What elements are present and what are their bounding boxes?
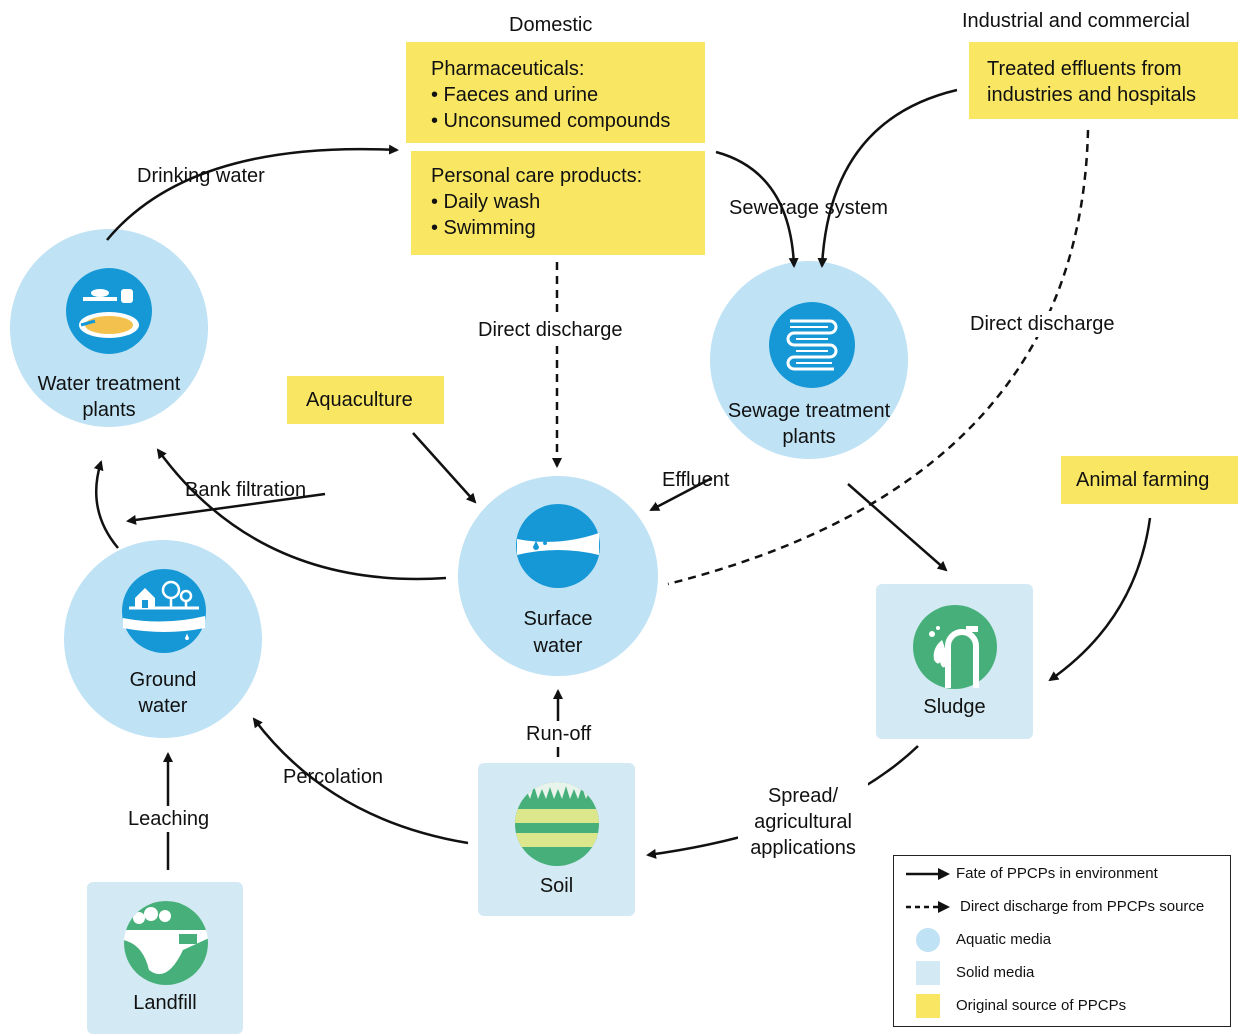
legend-label: Direct discharge from PPCPs source xyxy=(960,898,1205,915)
ground-water-label: Ground xyxy=(129,669,197,691)
landfill-node: Landfill xyxy=(87,882,243,1034)
pharmaceuticals-title: Pharmaceuticals: xyxy=(431,58,585,80)
pharmaceuticals-source-box: Pharmaceuticals: • Faeces and urine • Un… xyxy=(406,42,705,143)
pharmaceuticals-item: • Unconsumed compounds xyxy=(431,110,671,132)
ground-water-node: Ground water xyxy=(64,540,262,738)
aquaculture-arrow xyxy=(412,432,477,504)
legend-label: Aquatic media xyxy=(956,931,1052,948)
direct-discharge-domestic-label: Direct discharge xyxy=(478,317,623,343)
solid-square-icon xyxy=(916,961,940,985)
effluents-line: industries and hospitals xyxy=(987,84,1197,106)
surface-water-label: water xyxy=(533,635,583,657)
percolation-arrow xyxy=(252,717,469,845)
industrial-effluents-source-box: Treated effluents from industries and ho… xyxy=(969,42,1238,119)
source-square-icon xyxy=(916,994,940,1018)
spread-label-line: agricultural xyxy=(754,811,852,833)
bank-filtration-to-wtp-arrow xyxy=(156,448,447,581)
legend-label: Original source of PPCPs xyxy=(956,997,1127,1014)
ground-water-icon xyxy=(122,569,206,653)
direct-discharge-industrial-arrow xyxy=(667,129,1090,586)
sludge-pipe-icon xyxy=(913,605,997,689)
stp-to-sludge-arrow xyxy=(847,483,948,572)
ground-water-label: water xyxy=(138,695,188,717)
sewerage-industrial-arrow xyxy=(817,88,958,268)
sewage-treatment-label: Sewage treatment xyxy=(727,400,891,422)
solid-arrow-icon xyxy=(906,868,950,880)
leaching-label: Leaching xyxy=(128,806,210,832)
bank-filtration-to-gw-arrow xyxy=(126,492,326,525)
legend: Fate of PPCPs in environment Direct disc… xyxy=(893,855,1231,1027)
run-off-label: Run-off xyxy=(526,721,592,747)
percolation-label: Percolation xyxy=(283,766,384,788)
personal-care-item: • Swimming xyxy=(431,217,536,239)
direct-discharge-industrial-label: Direct discharge xyxy=(970,311,1115,337)
spread-label-line: applications xyxy=(750,837,856,859)
pharmaceuticals-item: • Faeces and urine xyxy=(431,84,599,106)
drinking-water-arrow xyxy=(106,144,399,241)
industrial-header: Industrial and commercial xyxy=(962,10,1190,32)
drinking-water-label: Drinking water xyxy=(137,165,265,187)
gw-to-wtp-arrow xyxy=(93,460,119,549)
sludge-label: Sludge xyxy=(923,696,986,718)
effluent-label: Effluent xyxy=(662,469,730,491)
legend-label: Solid media xyxy=(956,964,1035,981)
soil-node: Soil xyxy=(478,763,635,916)
sewage-treatment-label: plants xyxy=(782,426,836,448)
bank-filtration-label: Bank filtration xyxy=(185,479,307,501)
animal-farming-label: Animal farming xyxy=(1076,469,1210,491)
water-treatment-icon xyxy=(66,268,152,354)
animal-farming-source-box: Animal farming xyxy=(1061,456,1238,504)
personal-care-item: • Daily wash xyxy=(431,191,541,213)
personal-care-title: Personal care products: xyxy=(431,165,643,187)
aquaculture-source-box: Aquaculture xyxy=(287,376,444,424)
landfill-label: Landfill xyxy=(133,992,197,1014)
sludge-node: Sludge xyxy=(876,584,1033,739)
water-treatment-node: Water treatment plants xyxy=(10,229,208,427)
soil-label: Soil xyxy=(539,875,574,897)
sewage-pipes-icon xyxy=(769,302,855,388)
dashed-arrow-icon xyxy=(906,901,950,913)
aquatic-circle-icon xyxy=(916,928,940,952)
sewerage-system-label: Sewerage system xyxy=(729,197,888,219)
effluent-arrow xyxy=(649,476,713,512)
legend-label: Fate of PPCPs in environment xyxy=(956,865,1158,882)
soil-layers-icon xyxy=(515,782,599,866)
sewage-treatment-node: Sewage treatment plants xyxy=(710,261,908,459)
surface-water-node: Surface water xyxy=(458,476,658,676)
sewerage-domestic-arrow xyxy=(715,150,799,268)
surface-water-label: Surface xyxy=(523,608,593,630)
aquaculture-label: Aquaculture xyxy=(306,389,413,411)
surface-water-icon xyxy=(516,504,600,588)
landfill-icon xyxy=(124,901,208,985)
water-treatment-label: Water treatment xyxy=(37,373,181,395)
spread-label-line: Spread/ xyxy=(767,785,839,807)
domestic-header: Domestic xyxy=(509,14,593,36)
water-treatment-label: plants xyxy=(82,399,136,421)
spread-label: Spread/ agricultural applications xyxy=(738,783,868,861)
effluents-line: Treated effluents from xyxy=(987,58,1182,80)
personal-care-source-box: Personal care products: • Daily wash • S… xyxy=(411,151,705,255)
animal-farming-arrow xyxy=(1048,517,1152,682)
